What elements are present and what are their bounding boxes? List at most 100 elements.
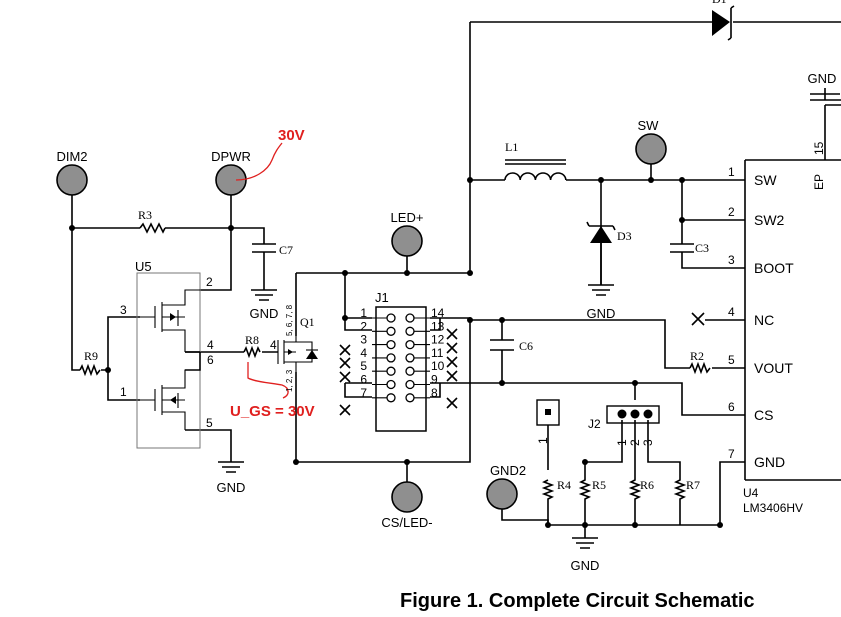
svg-text:GND: GND bbox=[571, 558, 600, 573]
svg-text:1: 1 bbox=[536, 437, 550, 444]
testpoint-sw: SW bbox=[635, 118, 667, 165]
svg-text:D3: D3 bbox=[617, 229, 632, 243]
j1-pin-label-left: 3 bbox=[360, 333, 367, 347]
connector-single: 1 bbox=[536, 399, 560, 444]
svg-text:R7: R7 bbox=[686, 478, 700, 492]
svg-text:1: 1 bbox=[615, 439, 629, 446]
annotation-ugs: U_GS = 30V bbox=[230, 362, 315, 420]
j1-pin-right bbox=[405, 313, 415, 323]
j1-pin-label-right: 14 bbox=[431, 306, 445, 320]
u4-pin-name: BOOT bbox=[754, 260, 794, 276]
j1-pin-label-right: 11 bbox=[431, 346, 444, 360]
u4-pin-number: 6 bbox=[728, 400, 735, 414]
svg-text:2: 2 bbox=[628, 439, 642, 446]
svg-text:C3: C3 bbox=[695, 241, 709, 255]
capacitor-c7: C7 bbox=[252, 240, 293, 258]
svg-text:C6: C6 bbox=[519, 339, 533, 353]
svg-text:R5: R5 bbox=[592, 478, 606, 492]
u4-pin-number: 1 bbox=[728, 165, 735, 179]
svg-text:C7: C7 bbox=[279, 243, 293, 257]
u4-pin-number: 3 bbox=[728, 253, 735, 267]
svg-text:GND2: GND2 bbox=[490, 463, 526, 478]
resistor-r9: R9 bbox=[79, 349, 101, 377]
resistor-r4: R4 bbox=[541, 478, 571, 505]
j1-pin-label-left: 7 bbox=[360, 386, 367, 400]
j1-pin-label-right: 12 bbox=[431, 333, 445, 347]
j1-pin-label-right: 8 bbox=[431, 386, 438, 400]
junction-dots bbox=[69, 177, 723, 528]
svg-text:D1: D1 bbox=[712, 0, 727, 6]
annotation-30v: 30V bbox=[235, 127, 305, 181]
u4-pin-name: SW bbox=[754, 172, 777, 188]
svg-text:1: 1 bbox=[120, 385, 127, 399]
svg-text:CS/LED-: CS/LED- bbox=[381, 515, 432, 530]
svg-text:U_GS = 30V: U_GS = 30V bbox=[230, 403, 315, 420]
testpoint-cs-led-minus: CS/LED- bbox=[381, 481, 433, 530]
svg-text:GND: GND bbox=[587, 306, 616, 321]
svg-text:L1: L1 bbox=[505, 140, 518, 154]
svg-text:1, 2, 3: 1, 2, 3 bbox=[285, 369, 294, 392]
gnd-d3: GND bbox=[587, 243, 616, 321]
j1-pin-left bbox=[386, 313, 396, 323]
testpoint-led-plus: LED+ bbox=[391, 210, 424, 257]
svg-text:GND: GND bbox=[250, 306, 279, 321]
j1-pin-label-right: 9 bbox=[431, 373, 438, 387]
svg-text:15: 15 bbox=[812, 141, 826, 155]
svg-text:3: 3 bbox=[641, 439, 655, 446]
svg-text:LED+: LED+ bbox=[391, 210, 424, 225]
svg-text:4: 4 bbox=[270, 338, 277, 352]
j1-pin-label-left: 1 bbox=[360, 306, 367, 320]
mosfet-q1: Q1 4 5, 6, 7, 8 1, 2, 3 bbox=[270, 304, 318, 392]
u4-pin-number: 4 bbox=[728, 305, 735, 319]
svg-text:R3: R3 bbox=[138, 208, 152, 222]
svg-text:R6: R6 bbox=[640, 478, 654, 492]
gnd-c7: GND bbox=[250, 289, 279, 321]
svg-text:5, 6, 7, 8: 5, 6, 7, 8 bbox=[285, 304, 294, 336]
j1-pin-left bbox=[386, 366, 396, 376]
svg-text:R2: R2 bbox=[690, 349, 704, 363]
u4-pin-name: NC bbox=[754, 312, 774, 328]
j1-pin-label-right: 13 bbox=[431, 319, 445, 333]
j1-pin-label-left: 5 bbox=[360, 359, 367, 373]
resistor-r7: R7 bbox=[673, 475, 700, 505]
u4-pin-number: 2 bbox=[728, 205, 735, 219]
u4-pin-name: GND bbox=[754, 454, 785, 470]
svg-text:3: 3 bbox=[120, 303, 127, 317]
svg-text:GND: GND bbox=[808, 71, 837, 86]
wires bbox=[71, 21, 841, 538]
svg-text:R9: R9 bbox=[84, 349, 98, 363]
svg-text:30V: 30V bbox=[278, 127, 305, 144]
svg-text:J2: J2 bbox=[588, 417, 601, 431]
j1-pin-right bbox=[405, 353, 415, 363]
j1-pin-left bbox=[386, 326, 396, 336]
gnd-top-right: GND bbox=[808, 71, 840, 100]
j1-pin-left bbox=[386, 379, 396, 390]
ic-u5: U5 3 2 4 6 1 5 bbox=[120, 259, 214, 449]
u4-pin-number: 7 bbox=[728, 447, 735, 461]
j1-pin-label-right: 10 bbox=[431, 359, 445, 373]
svg-text:R8: R8 bbox=[245, 333, 259, 347]
svg-text:GND: GND bbox=[217, 480, 246, 495]
testpoint-gnd2: GND2 bbox=[486, 463, 526, 510]
testpoint-dim2: DIM2 bbox=[56, 149, 88, 196]
svg-text:2: 2 bbox=[206, 275, 213, 289]
resistor-r5: R5 bbox=[578, 475, 606, 505]
diode-d3: D3 bbox=[586, 221, 632, 243]
connector-j2: J2 1 2 3 bbox=[588, 405, 660, 446]
gnd-u5: GND bbox=[217, 461, 246, 495]
svg-text:R4: R4 bbox=[557, 478, 571, 492]
svg-text:J1: J1 bbox=[375, 290, 389, 305]
svg-text:DIM2: DIM2 bbox=[56, 149, 87, 164]
j1-pin-label-left: 4 bbox=[360, 346, 367, 360]
svg-text:4: 4 bbox=[207, 338, 214, 352]
svg-text:6: 6 bbox=[207, 353, 214, 367]
svg-text:EP: EP bbox=[812, 174, 826, 190]
svg-text:U5: U5 bbox=[135, 259, 152, 274]
svg-text:Q1: Q1 bbox=[300, 315, 315, 329]
capacitor-c6: C6 bbox=[490, 339, 533, 353]
u4-pin-number: 5 bbox=[728, 353, 735, 367]
j1-pin-left bbox=[386, 393, 396, 403]
svg-text:DPWR: DPWR bbox=[211, 149, 251, 164]
